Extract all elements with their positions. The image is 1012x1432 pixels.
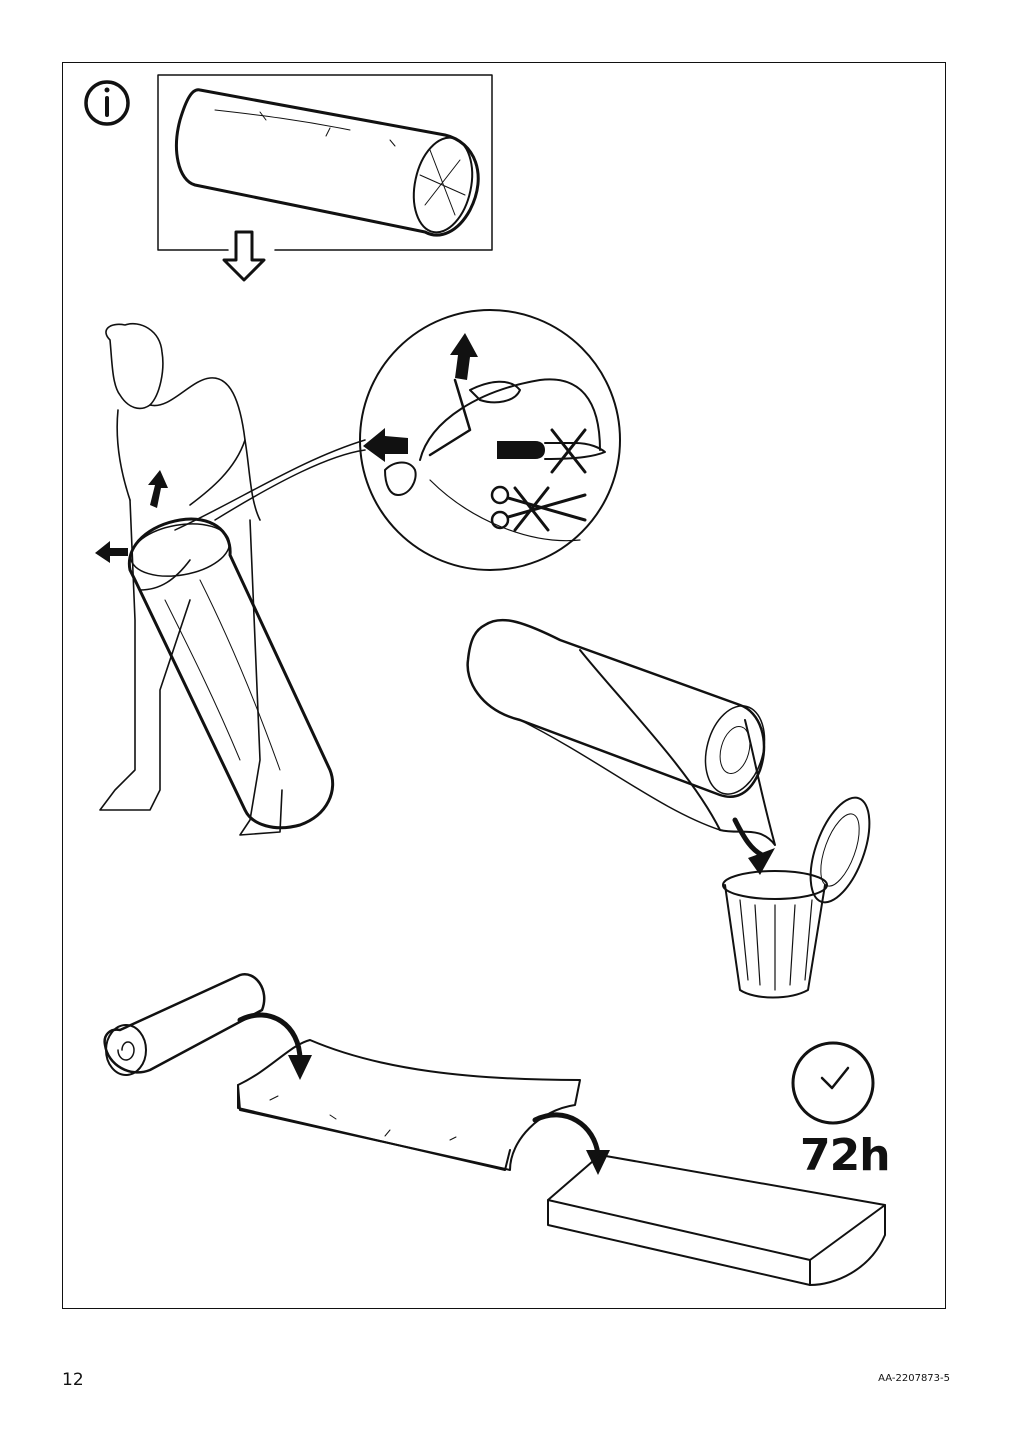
page-number: 12 xyxy=(62,1370,84,1390)
unroll-arrow-1 xyxy=(237,1012,312,1080)
clock-icon xyxy=(791,1041,875,1125)
unroll-arrow-2 xyxy=(532,1112,610,1175)
document-code: AA-2207873-5 xyxy=(878,1373,950,1384)
small-roll xyxy=(103,973,266,1076)
no-scissors-icon xyxy=(490,485,587,532)
drop-arrow xyxy=(732,817,775,875)
pull-arrow-left xyxy=(95,541,128,563)
expanding-cushion xyxy=(237,1039,581,1171)
down-arrow-icon xyxy=(222,230,266,282)
flat-cushion xyxy=(547,1154,886,1286)
no-knife-icon xyxy=(497,428,606,474)
detail-zoom-circle xyxy=(359,309,621,571)
pull-arrow-up xyxy=(148,470,168,508)
instruction-frame xyxy=(62,62,946,1309)
trash-bin-icon xyxy=(722,796,871,999)
info-box xyxy=(157,74,493,251)
unwrapping-roll xyxy=(466,618,776,846)
wait-time-label: 72h xyxy=(800,1130,891,1181)
rolled-cushion-packaged xyxy=(175,88,480,237)
person-unrolling xyxy=(99,323,283,836)
tall-roll xyxy=(127,517,335,830)
info-icon xyxy=(84,80,130,126)
